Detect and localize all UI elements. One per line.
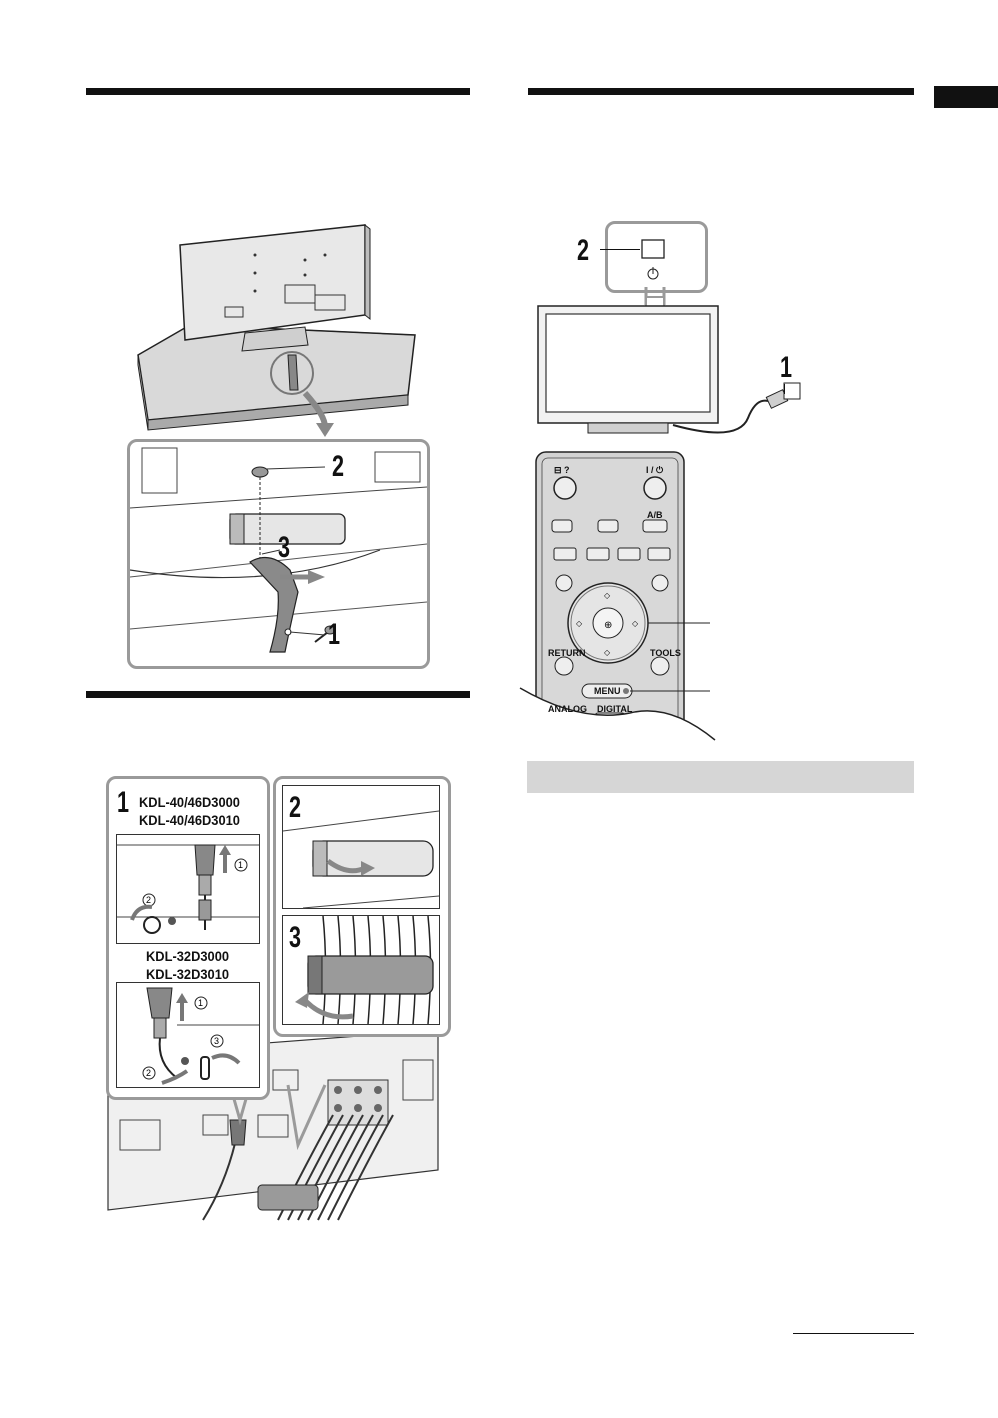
svg-text:⊕: ⊕ bbox=[604, 620, 612, 631]
svg-text:2: 2 bbox=[146, 895, 151, 905]
tv-callout-2: 2 bbox=[577, 234, 590, 267]
svg-text:2: 2 bbox=[146, 1068, 151, 1078]
svg-text:◇: ◇ bbox=[604, 591, 611, 600]
remote-label-analog: ANALOG bbox=[548, 704, 587, 714]
remote-label-return: RETURN bbox=[548, 648, 586, 658]
remote-label-ab: A/B bbox=[647, 510, 663, 520]
cable-step1-lower-detail: 1 3 2 bbox=[116, 982, 260, 1088]
section-rule-top-right bbox=[528, 88, 914, 95]
section-rule-mid-left bbox=[86, 691, 470, 698]
tv-stand-illustration bbox=[130, 215, 430, 445]
stand-callout-2: 2 bbox=[332, 450, 345, 483]
remote-label-top-left: ⊟ ? bbox=[554, 465, 570, 475]
section-heading-band bbox=[527, 761, 914, 793]
remote-label-digital: DIGITAL bbox=[597, 704, 633, 714]
remote-label-menu: MENU bbox=[594, 686, 621, 696]
section-rule-top-left bbox=[86, 88, 470, 95]
remote-label-tools: TOOLS bbox=[650, 648, 681, 658]
svg-text:◇: ◇ bbox=[604, 648, 611, 657]
cable-step2-detail bbox=[282, 785, 440, 909]
svg-text:1: 1 bbox=[238, 860, 243, 870]
svg-text:3: 3 bbox=[214, 1036, 219, 1046]
model-kdl-32d3000: KDL-32D3000 bbox=[146, 948, 230, 964]
tv-callout-2-leader bbox=[600, 249, 640, 250]
stand-callout-3: 3 bbox=[278, 531, 291, 564]
model-kdl-40-46d3000: KDL-40/46D3000 bbox=[139, 794, 240, 810]
model-kdl-32d3010: KDL-32D3010 bbox=[146, 966, 230, 982]
cable-step-3-number: 3 bbox=[289, 921, 302, 954]
remote-control: ⊕ ◇ ◇ ◇ ◇ bbox=[519, 448, 716, 741]
tv-front-illustration bbox=[528, 283, 808, 443]
remote-label-power: I / ⏻ bbox=[646, 465, 664, 475]
cable-step-1-number: 1 bbox=[117, 786, 130, 819]
tv-power-button-callout bbox=[605, 221, 708, 293]
svg-text:1: 1 bbox=[198, 998, 203, 1008]
stand-strap-detail-panel bbox=[127, 439, 430, 669]
edge-tab bbox=[934, 86, 998, 108]
cable-step1-upper-detail: 1 2 bbox=[116, 834, 260, 944]
tv-callout-1: 1 bbox=[780, 351, 793, 384]
svg-text:◇: ◇ bbox=[576, 619, 583, 628]
cable-step-2-number: 2 bbox=[289, 791, 302, 824]
model-kdl-40-46d3010: KDL-40/46D3010 bbox=[139, 812, 240, 828]
svg-text:◇: ◇ bbox=[632, 619, 639, 628]
continued-rule bbox=[793, 1333, 914, 1334]
cable-step3-detail bbox=[282, 915, 440, 1025]
tv-callout-1-leader bbox=[784, 384, 785, 394]
stand-callout-1: 1 bbox=[328, 618, 341, 651]
